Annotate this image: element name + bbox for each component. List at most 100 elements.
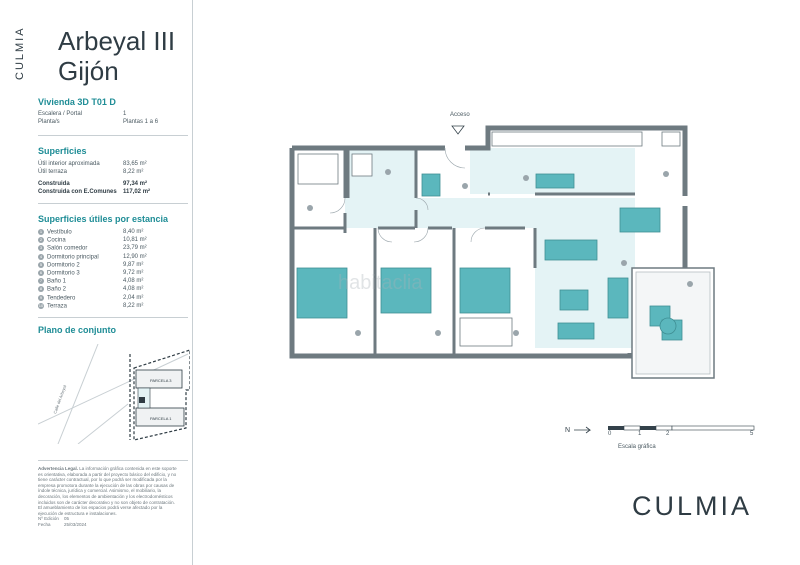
divider: [38, 317, 188, 318]
room-number: 4: [38, 253, 44, 260]
entrance-arrow: [451, 125, 465, 135]
sofa: [544, 239, 598, 261]
room-number: 10: [38, 302, 44, 309]
room-label: Dormitorio 2: [47, 262, 80, 269]
north-arrow: [574, 426, 592, 434]
room-marker: [435, 330, 441, 336]
room-marker: [355, 330, 361, 336]
surfaces-title: Superficies: [38, 146, 87, 156]
scale-tick: 0: [608, 431, 612, 437]
meta-label: Nº Edición: [38, 516, 59, 521]
room-marker: [523, 175, 529, 181]
surface-label: Construida: [38, 181, 70, 187]
meta-label: Fecha: [38, 522, 51, 527]
kitchen-counter: [297, 131, 681, 347]
room-value: 2,04 m²: [123, 294, 144, 301]
surface-row: Útil interior aproximada 83,65 m²: [38, 161, 178, 169]
legal-notice: Advertencia Legal. La información gráfic…: [38, 466, 178, 516]
surface-value: 8,22 m²: [123, 169, 144, 175]
room-number: 6: [38, 270, 44, 276]
room-number: 1: [38, 229, 44, 235]
watermark: habitaclia: [338, 272, 423, 294]
room-marker: [663, 171, 669, 177]
room-markers: [307, 169, 693, 336]
room-label: Baño 1: [47, 278, 67, 285]
surface-value: 117,02 m²: [123, 189, 151, 195]
info-label: Escalera / Portal: [38, 111, 83, 117]
info-panel: CULMIA Arbeyal III Gijón Vivienda 3D T01…: [0, 0, 193, 565]
surface-label: Útil interior aproximada: [38, 161, 100, 167]
walls: [289, 125, 688, 359]
surface-label: Útil terraza: [38, 169, 68, 175]
north-label: N: [565, 427, 570, 434]
room-number: 9: [38, 294, 44, 301]
scale-bar: N 0 1 2 5 Escala gráfica: [560, 420, 760, 455]
bed-main: [296, 267, 348, 319]
room-value: 10,81 m²: [123, 237, 147, 244]
shower: [351, 153, 373, 177]
room-number: 3: [38, 245, 44, 252]
project-name: Arbeyal III: [58, 26, 176, 56]
scale-label: Escala gráfica: [618, 444, 656, 450]
room-label: Terraza: [47, 303, 68, 310]
surface-row: Útil terraza 8,22 m²: [38, 169, 178, 177]
legal-title: Advertencia Legal.: [38, 466, 79, 471]
room-value: 23,79 m²: [123, 245, 147, 252]
desk: [459, 317, 513, 347]
room-value: 4,08 m²: [123, 278, 144, 285]
room-label: Dormitorio 3: [47, 270, 80, 277]
surface-row: Construida 97,34 m²: [38, 181, 178, 189]
project-city: Gijón: [58, 56, 119, 86]
room-label: Salón comedor: [47, 245, 88, 252]
surface-value: 83,65 m²: [123, 161, 147, 167]
countertop: [491, 131, 643, 147]
room-marker: [621, 260, 627, 266]
info-label: Planta/s: [38, 119, 60, 125]
divider: [38, 135, 188, 136]
info-value: Plantas 1 a 6: [123, 119, 159, 125]
info-row: Escalera / Portal 1: [38, 111, 126, 117]
site-plan-map: PARCELA 3 PARCELA 1 Calle del Arbeyal: [38, 344, 190, 444]
divider: [38, 460, 188, 461]
surface-row: Construida con E.Comunes 117,02 m²: [38, 189, 178, 197]
kitchen-island: [535, 173, 575, 189]
room-marker: [307, 205, 313, 211]
room-value: 4,08 m²: [123, 286, 144, 293]
room-label: Dormitorio principal: [47, 254, 99, 261]
surface-value: 97,34 m²: [123, 181, 148, 187]
room-value: 8,40 m²: [123, 229, 144, 235]
scale-tick: 2: [666, 431, 670, 437]
room-value: 8,22 m²: [123, 302, 144, 309]
bed-3: [459, 267, 511, 314]
room-number: 5: [38, 261, 44, 268]
room-label: Baño 2: [47, 286, 67, 293]
legal-text: La información gráfica contenida en este…: [38, 466, 177, 516]
room-marker: [385, 169, 391, 175]
surface-label: Construida con E.Comunes: [38, 189, 117, 195]
door-swings: [329, 147, 486, 243]
parcel-b-label: PARCELA 1: [150, 416, 172, 421]
room-label: Cocina: [47, 237, 66, 244]
room-value: 9,72 m²: [123, 270, 144, 276]
room-marker: [513, 330, 519, 336]
wardrobe: [421, 173, 441, 197]
room-number: 2: [38, 237, 44, 244]
entrance-label: Acceso: [450, 112, 470, 118]
room-label: Vestíbulo: [47, 229, 72, 236]
street-label: Calle del Arbeyal: [52, 384, 67, 414]
scale-tick: 5: [750, 431, 754, 437]
coffee-table: [559, 289, 589, 311]
room-value: 12,90 m²: [123, 253, 147, 260]
scale-graphic: N: [565, 425, 755, 434]
room-label: Tendedero: [47, 295, 76, 302]
room-number: 7: [38, 278, 44, 285]
room-marker: [687, 281, 693, 287]
